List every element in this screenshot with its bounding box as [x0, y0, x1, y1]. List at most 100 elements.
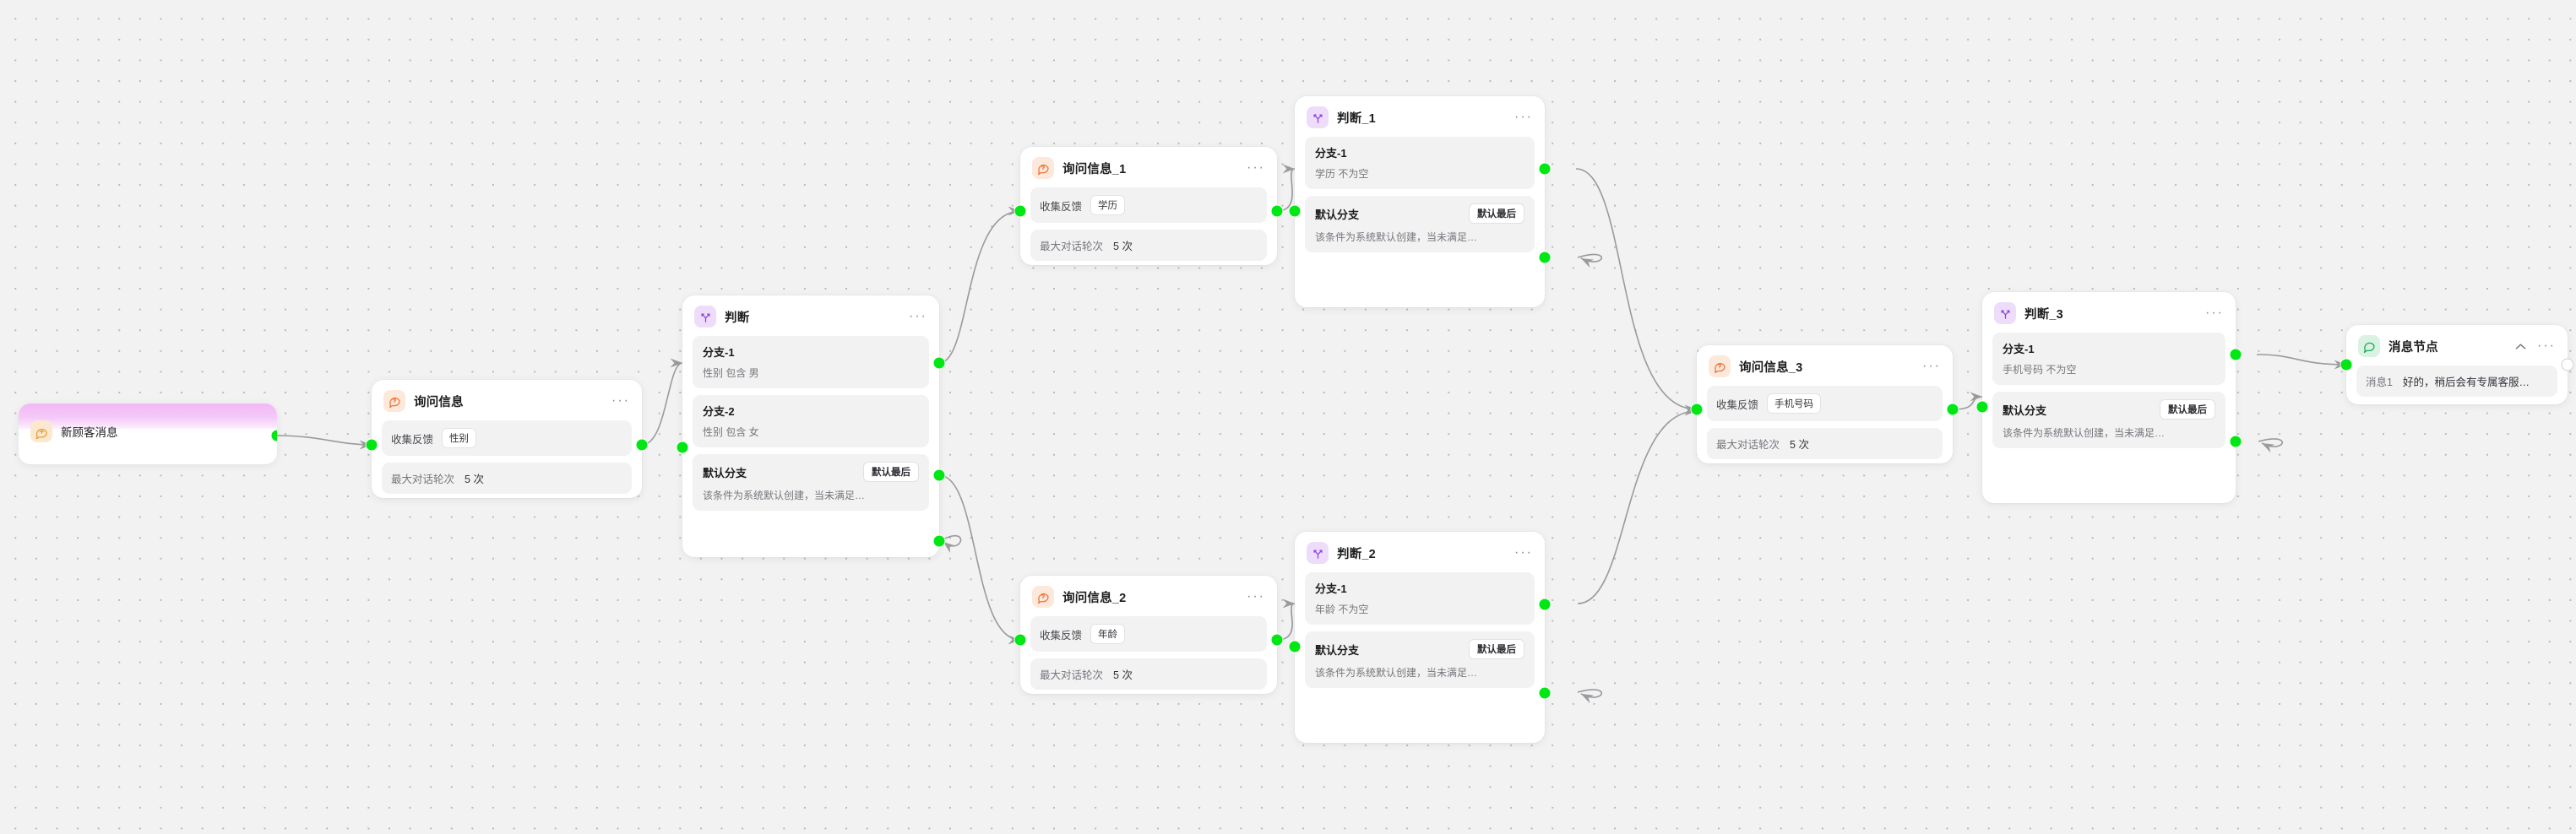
question-bubble-icon [1709, 355, 1731, 377]
branch-fork-icon [694, 306, 716, 328]
handle-ask0-target[interactable] [366, 439, 378, 451]
node-ask-info-2[interactable]: 询问信息_2 ··· 收集反馈 年龄 最大对话轮次 5 次 [1014, 576, 1283, 694]
node-title: 判断_2 [1337, 547, 1376, 561]
node-more-menu-icon[interactable]: ··· [1247, 160, 1265, 175]
max-rounds-row[interactable]: 最大对话轮次 5 次 [1707, 428, 1943, 459]
node-more-menu-icon[interactable]: ··· [909, 309, 927, 323]
branch-condition: 性别 包含 女 [703, 426, 759, 438]
handle-start-source[interactable] [271, 430, 277, 441]
collect-feedback-row[interactable]: 收集反馈 学历 [1030, 187, 1267, 223]
node-ask-info-1[interactable]: 询问信息_1 ··· 收集反馈 学历 最大对话轮次 5 次 [1014, 147, 1283, 265]
handle-ask2-source[interactable] [1271, 634, 1283, 646]
branch-item-1[interactable]: 分支-1 学历 不为空 [1305, 137, 1535, 189]
max-rounds-value: 5 次 [1113, 669, 1133, 681]
edge-branch3b1-to-message [2256, 354, 2347, 370]
node-title: 判断_1 [1337, 111, 1376, 126]
branch-name: 分支-1 [1315, 147, 1347, 160]
branch-item-1[interactable]: 分支-1 年龄 不为空 [1305, 572, 1535, 625]
node-title: 询问信息 [414, 395, 464, 409]
collect-feedback-row[interactable]: 收集反馈 年龄 [1030, 616, 1267, 652]
edge-branch2-default-loop [1577, 689, 1603, 704]
collect-feedback-chip[interactable]: 学历 [1090, 195, 1126, 215]
message-row[interactable]: 消息1 好的，稍后会有专属客服… [2356, 366, 2557, 397]
node-title: 判断_3 [2024, 307, 2063, 322]
handle-branch0-b2-source[interactable] [933, 469, 945, 481]
max-rounds-label: 最大对话轮次 [1040, 669, 1104, 681]
branch-item-default[interactable]: 默认分支 默认最后 该条件为系统默认创建，当未满足… [1305, 631, 1535, 688]
handle-branch0-b1-source[interactable] [933, 357, 945, 369]
edge-branch1b1-to-ask3 [1575, 168, 1698, 414]
handle-message-target[interactable] [2340, 359, 2352, 371]
node-more-menu-icon[interactable]: ··· [2205, 306, 2224, 320]
handle-branch2-b1-source[interactable] [1539, 598, 1551, 610]
node-more-menu-icon[interactable]: ··· [611, 393, 630, 408]
node-message[interactable]: 消息节点 ··· 消息1 好的，稍后会有专属客服… [2340, 325, 2574, 404]
edge-start-to-ask0 [276, 435, 372, 450]
max-rounds-label: 最大对话轮次 [1716, 439, 1780, 451]
handle-branch1-default-source[interactable] [1539, 252, 1551, 263]
edge-branch0b1-to-ask1 [938, 206, 1021, 364]
branch-fork-icon [1307, 542, 1329, 564]
edge-ask0-to-branch0 [641, 358, 683, 446]
node-ask-info-0[interactable]: 询问信息 ··· 收集反馈 性别 最大对话轮次 5 次 [366, 380, 648, 498]
max-rounds-row[interactable]: 最大对话轮次 5 次 [382, 463, 632, 494]
chevron-up-icon[interactable] [2515, 341, 2526, 352]
handle-branch2-default-source[interactable] [1539, 687, 1551, 699]
branch-item-default[interactable]: 默认分支 默认最后 该条件为系统默认创建，当未满足… [693, 454, 929, 511]
branch-condition: 该条件为系统默认创建，当未满足… [1315, 667, 1478, 679]
branch-name: 分支-1 [2003, 343, 2035, 355]
handle-branch0-default-source[interactable] [933, 535, 945, 547]
branch-item-default[interactable]: 默认分支 默认最后 该条件为系统默认创建，当未满足… [1305, 196, 1535, 252]
question-bubble-icon [1032, 157, 1054, 179]
node-start-new-customer-message[interactable]: 新顾客消息 [19, 403, 277, 464]
branch-condition: 性别 包含 男 [703, 367, 759, 379]
handle-branch1-b1-source[interactable] [1539, 163, 1551, 175]
node-branch-0[interactable]: 判断 ··· 分支-1 性别 包含 男 分支-2 性别 包含 女 默认分支 [677, 295, 945, 557]
handle-message-source[interactable] [2561, 358, 2574, 371]
branch-item-1[interactable]: 分支-1 性别 包含 男 [693, 336, 929, 388]
branch-item-default[interactable]: 默认分支 默认最后 该条件为系统默认创建，当未满足… [1992, 392, 2225, 448]
handle-ask3-source[interactable] [1947, 403, 1959, 415]
collect-feedback-chip[interactable]: 手机号码 [1767, 393, 1822, 414]
max-rounds-row[interactable]: 最大对话轮次 5 次 [1030, 658, 1267, 690]
handle-branch3-default-source[interactable] [2230, 436, 2242, 447]
collect-feedback-chip[interactable]: 性别 [442, 428, 477, 448]
max-rounds-row[interactable]: 最大对话轮次 5 次 [1030, 230, 1267, 261]
message-plus-icon [30, 420, 52, 442]
question-bubble-icon [1032, 586, 1054, 608]
node-more-menu-icon[interactable]: ··· [1247, 589, 1265, 604]
handle-branch3-b1-source[interactable] [2230, 349, 2242, 360]
handle-branch0-target[interactable] [677, 441, 688, 453]
collect-feedback-chip[interactable]: 年龄 [1090, 624, 1126, 644]
edge-branch3-default-loop [2258, 438, 2284, 453]
node-more-menu-icon[interactable]: ··· [2537, 338, 2556, 353]
handle-ask2-target[interactable] [1014, 634, 1026, 646]
collect-feedback-label: 收集反馈 [1040, 200, 1083, 213]
collect-feedback-row[interactable]: 收集反馈 性别 [382, 420, 632, 456]
node-branch-1[interactable]: 判断_1 ··· 分支-1 学历 不为空 默认分支 默认最后 该条件为系统默认创… [1289, 96, 1551, 307]
node-branch-3[interactable]: 判断_3 ··· 分支-1 手机号码 不为空 默认分支 默认最后 该条件为系统默… [1976, 292, 2242, 503]
branch-item-1[interactable]: 分支-1 手机号码 不为空 [1992, 333, 2225, 385]
node-branch-2[interactable]: 判断_2 ··· 分支-1 年龄 不为空 默认分支 默认最后 该条件为系统默认创… [1289, 532, 1551, 743]
max-rounds-value: 5 次 [465, 474, 484, 485]
handle-ask0-source[interactable] [636, 439, 648, 451]
node-title: 询问信息_2 [1062, 591, 1127, 605]
collect-feedback-row[interactable]: 收集反馈 手机号码 [1707, 386, 1943, 421]
default-last-badge: 默认最后 [1469, 203, 1524, 224]
handle-ask1-target[interactable] [1014, 205, 1026, 217]
collect-feedback-label: 收集反馈 [391, 433, 434, 446]
handle-branch3-target[interactable] [1976, 401, 1988, 413]
handle-ask3-target[interactable] [1691, 403, 1703, 415]
node-more-menu-icon[interactable]: ··· [1514, 110, 1533, 124]
branch-name: 默认分支 [1315, 643, 1360, 657]
node-more-menu-icon[interactable]: ··· [1922, 359, 1941, 373]
node-ask-info-3[interactable]: 询问信息_3 ··· 收集反馈 手机号码 最大对话轮次 5 次 [1691, 345, 1959, 463]
node-more-menu-icon[interactable]: ··· [1514, 545, 1533, 560]
handle-ask1-source[interactable] [1271, 205, 1283, 217]
branch-item-2[interactable]: 分支-2 性别 包含 女 [693, 395, 929, 447]
max-rounds-value: 5 次 [1113, 241, 1133, 252]
handle-branch2-target[interactable] [1289, 641, 1301, 653]
max-rounds-label: 最大对话轮次 [1040, 241, 1104, 252]
handle-branch1-target[interactable] [1289, 205, 1301, 217]
